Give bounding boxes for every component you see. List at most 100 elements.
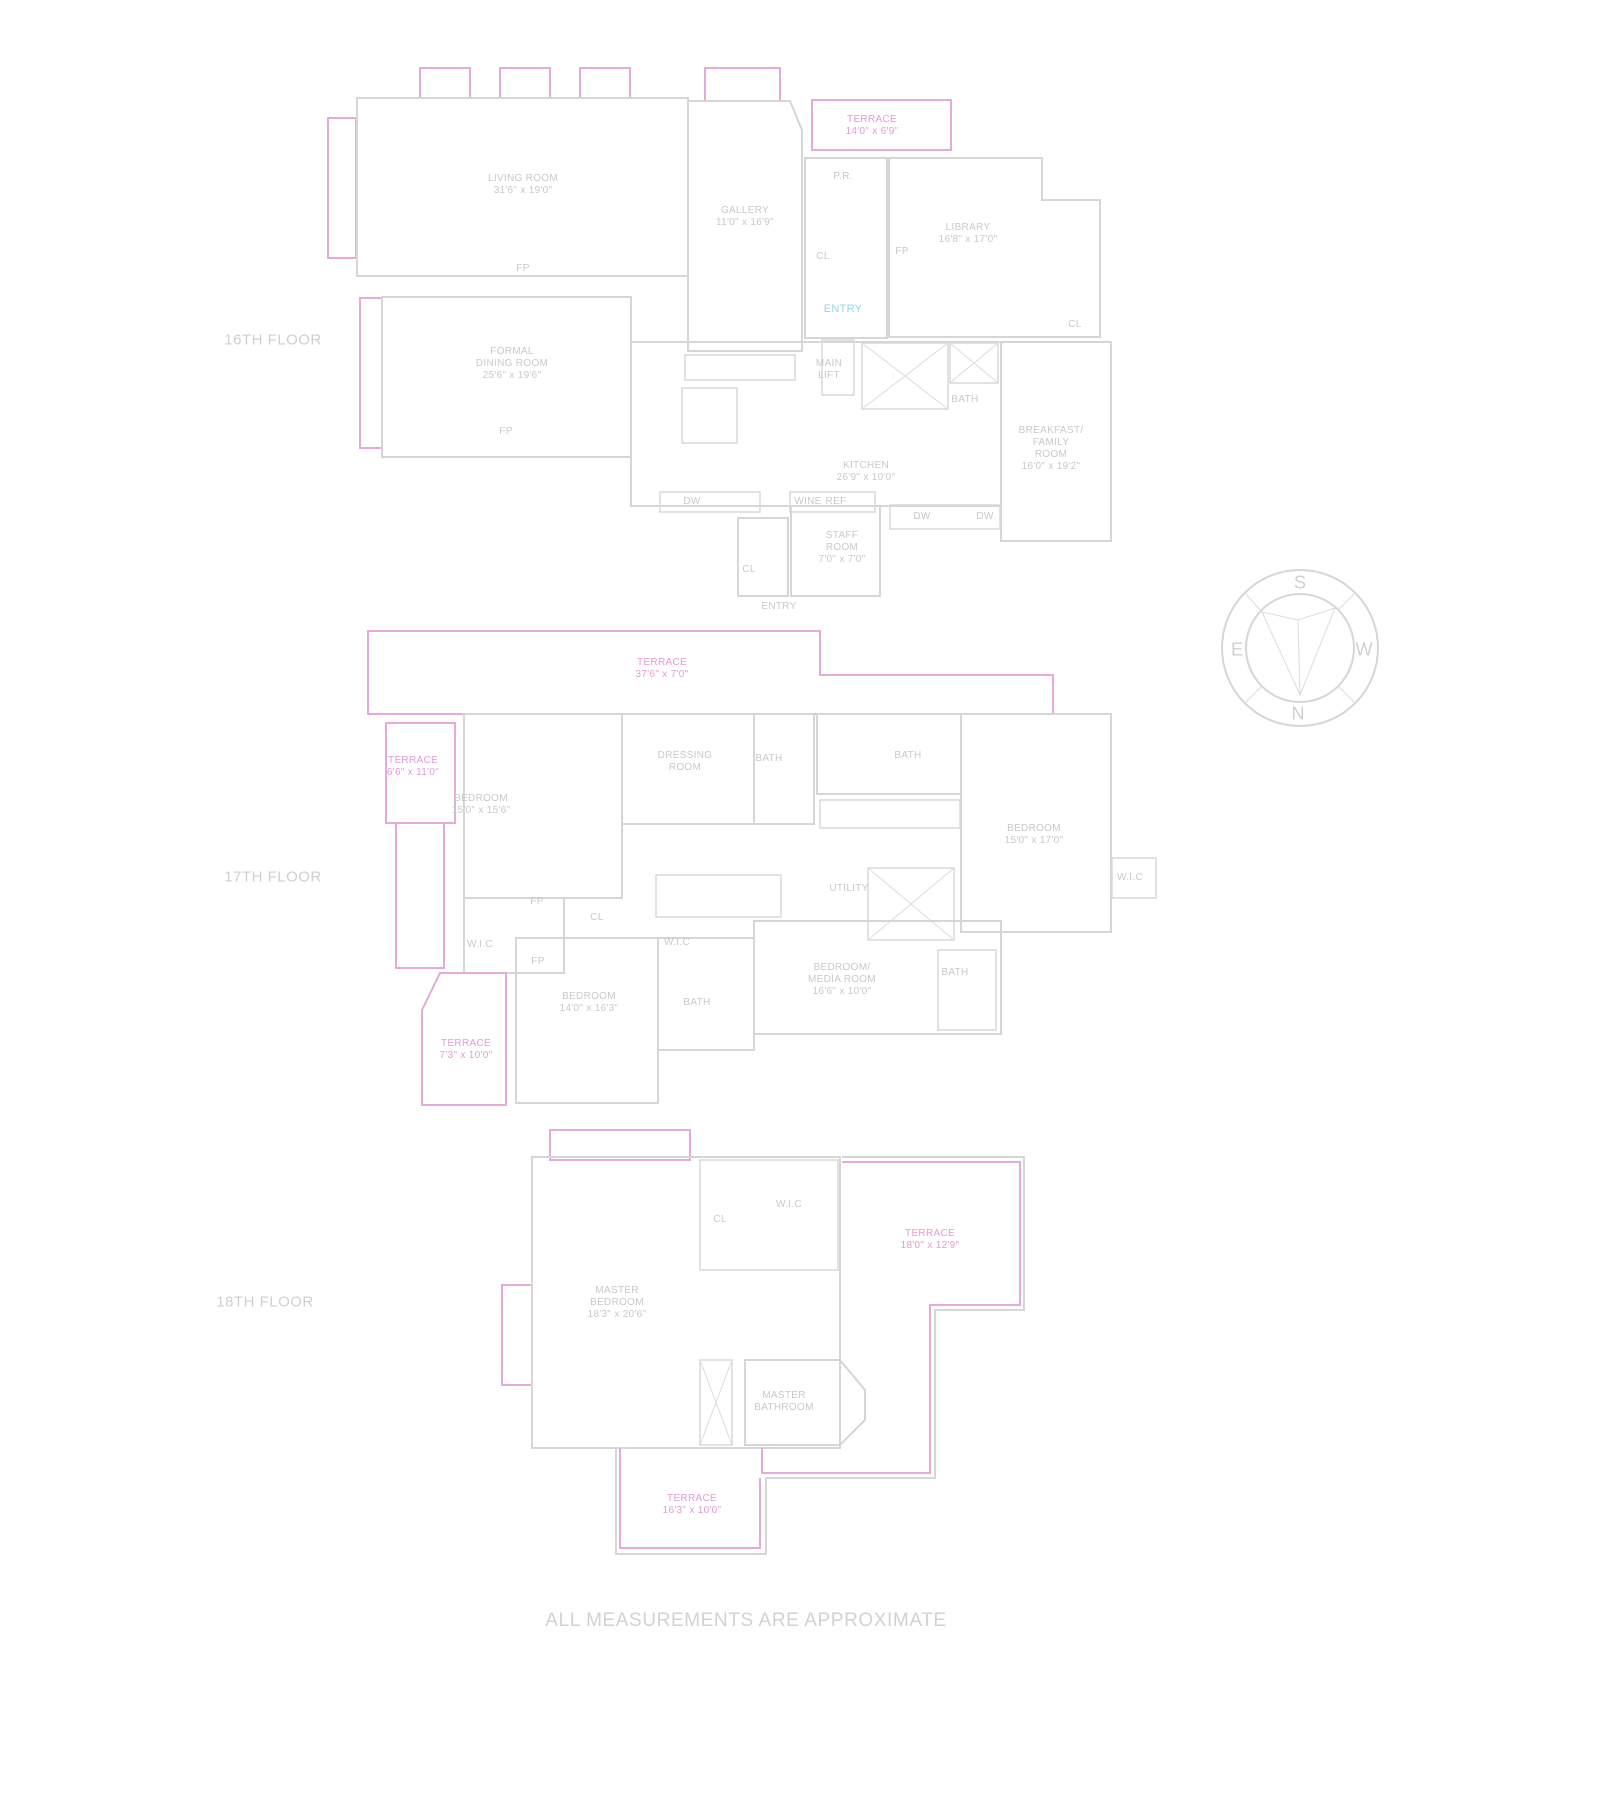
- counter: [659, 491, 761, 513]
- room-dimensions: 26'9" x 10'0": [836, 472, 896, 483]
- shaft: [861, 342, 949, 410]
- closets: [819, 799, 961, 829]
- balcony: [704, 67, 781, 102]
- compass: [1221, 569, 1379, 727]
- room-dressing-room: DRESSING ROOM: [657, 750, 713, 773]
- room-powder-room: P.R.: [833, 171, 853, 182]
- footer-disclaimer: ALL MEASUREMENTS ARE APPROXIMATE: [545, 1610, 947, 1631]
- shaft: [949, 342, 999, 384]
- compass-north: N: [1291, 703, 1305, 724]
- terrace-wall: [367, 630, 1054, 715]
- floor-label-17: 17TH FLOOR: [224, 868, 322, 886]
- shaft: [867, 867, 955, 941]
- floor-16-plan: [327, 67, 1112, 597]
- room-name: TERRACE: [388, 755, 438, 766]
- dishwasher-label: DW: [913, 511, 931, 522]
- terrace-wall: [811, 99, 952, 151]
- wic-label: W.I.C: [664, 937, 690, 948]
- closet-label: CL: [816, 251, 830, 262]
- room-dimensions: 18'3" x 20'6": [587, 1309, 647, 1320]
- terrace-wall: [761, 1161, 1021, 1474]
- room-name: BEDROOM: [562, 991, 616, 1002]
- room-dimensions: 18'0" x 12'9": [900, 1240, 960, 1251]
- terrace-wall: [619, 1448, 761, 1549]
- room-bath: BATH: [894, 750, 922, 761]
- room-bath: BATH: [755, 753, 783, 764]
- terrace-wall: [421, 972, 507, 1106]
- bath-wall: [657, 937, 755, 1051]
- balcony: [499, 67, 551, 99]
- counter: [889, 504, 1001, 530]
- powder-room-wall: [804, 157, 888, 339]
- closet-label: CL: [1068, 319, 1082, 330]
- room-dimensions: 15'0" x 15'6": [451, 805, 511, 816]
- breakfast-room-wall: [1000, 341, 1112, 542]
- stair: [655, 874, 782, 918]
- room-dimensions: 14'0" x 6'9": [845, 126, 899, 137]
- balcony: [359, 297, 383, 449]
- lift-box: [821, 339, 855, 396]
- wic-wall: [463, 897, 565, 974]
- bath-wall: [753, 713, 815, 825]
- stair: [684, 354, 796, 381]
- room-name: STAFF ROOM: [825, 530, 859, 553]
- staff-room-wall: [790, 505, 881, 597]
- wine-label: WINE: [794, 496, 822, 507]
- balcony: [501, 1284, 533, 1386]
- service-hall-wall: [737, 517, 789, 597]
- counter: [789, 491, 876, 513]
- terrace-outer-wall: [766, 1156, 1025, 1479]
- compass-outer-ring: [1221, 569, 1379, 727]
- dishwasher-label: DW: [683, 496, 701, 507]
- master-bathroom-wall: [744, 1359, 866, 1446]
- room-service-entry: ENTRY: [761, 601, 797, 612]
- room-name: TERRACE: [667, 1493, 717, 1504]
- room-dimensions: 16'3" x 10'0": [662, 1505, 722, 1516]
- wic-box: [1111, 857, 1157, 899]
- room-name: BEDROOM: [454, 793, 508, 804]
- fireplace-label: FP: [895, 246, 909, 257]
- floor-17-plan: [367, 630, 1157, 1106]
- master-bedroom-wall: [531, 1156, 841, 1449]
- room-name: TERRACE: [905, 1228, 955, 1239]
- closets: [699, 1159, 839, 1271]
- room-dimensions: 25'6" x 19'6": [482, 370, 542, 381]
- room-name: LIVING ROOM: [488, 173, 558, 184]
- fireplace-label: FP: [530, 896, 544, 907]
- compass-east: E: [1230, 639, 1244, 660]
- balcony: [579, 67, 631, 99]
- room-dimensions: 16'8" x 17'0": [938, 234, 998, 245]
- fireplace-label: FP: [499, 426, 513, 437]
- room-dimensions: 15'0" x 17'0": [1004, 835, 1064, 846]
- bath-wall: [816, 713, 962, 795]
- room-name: TERRACE: [847, 114, 897, 125]
- room-name: TERRACE: [637, 657, 687, 668]
- room-dimensions: 6'6" x 11'0": [386, 767, 440, 778]
- room-bath: BATH: [683, 997, 711, 1008]
- fireplace-label: FP: [531, 956, 545, 967]
- room-main-lift: MAIN LIFT: [815, 358, 843, 381]
- room-dimensions: 37'6" x 7'0": [635, 669, 689, 680]
- room-name: TERRACE: [441, 1038, 491, 1049]
- wic-label: W.I.C: [1117, 872, 1143, 883]
- room-name: KITCHEN: [843, 460, 889, 471]
- compass-west: W: [1355, 639, 1373, 660]
- room-dimensions: 14'0" x 16'3": [559, 1003, 619, 1014]
- room-name: GALLERY: [720, 205, 770, 216]
- balcony: [327, 117, 357, 259]
- stair-terrace: [395, 822, 445, 969]
- room-dimensions: 16'6" x 10'0": [812, 986, 872, 997]
- room-dimensions: 11'0" x 16'9": [715, 217, 775, 228]
- floor-label-18: 18TH FLOOR: [216, 1293, 314, 1311]
- closet-label: CL: [742, 564, 756, 575]
- fireplace-label: FP: [516, 263, 530, 274]
